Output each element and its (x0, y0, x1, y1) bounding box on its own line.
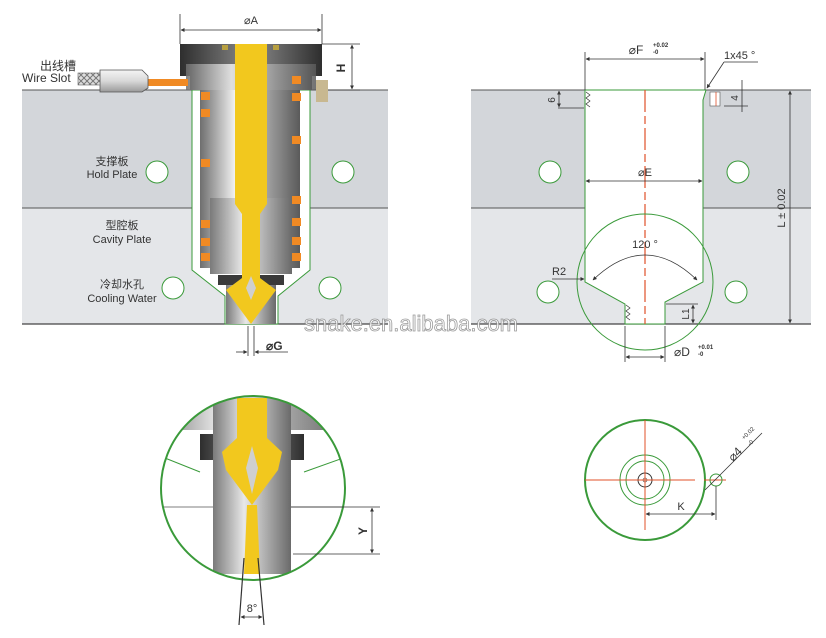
detail-circle (576, 213, 714, 351)
dimension-E-label: ⌀E (638, 167, 652, 179)
dimension-F-label: ⌀F (629, 43, 644, 57)
dimension-hole-label: ⌀4 (725, 444, 745, 464)
left-section-view: ⌀A H ⌀G 出线槽 Wire Slot 支撑板 Hold Plate 型腔板… (22, 14, 388, 356)
watermark: snake.en.alibaba.com (304, 311, 518, 336)
dimension-D-tol-lower: -0 (698, 352, 704, 358)
hold-plate-label-cn: 支撑板 (96, 154, 129, 168)
angle-120-label: 120 ° (632, 239, 658, 251)
dimension-4-label: 4 (730, 95, 741, 101)
radius-R2-label: R2 (552, 266, 566, 278)
top-view: ⌀4 +0.02 -0 K (584, 419, 763, 541)
dimension-hole-tol-upper: +0.02 (741, 426, 756, 441)
chamfer-label: 1x45 ° (724, 50, 755, 62)
dimension-F-tol-lower: -0 (653, 50, 659, 56)
right-machining-view: ⌀F +0.02 -0 1x45 ° 6 4 ⌀E L ± 0.02 120 °… (471, 43, 811, 362)
cavity-plate-label-cn: 型腔板 (106, 218, 139, 232)
dimension-F-tol-upper: +0.02 (653, 43, 669, 49)
detail-magnifier-circle (160, 395, 346, 581)
dimension-H-label: H (334, 64, 348, 73)
cable-connector (99, 69, 149, 93)
hold-plate-label-en: Hold Plate (87, 169, 138, 181)
dimension-D-label: ⌀D (674, 345, 690, 359)
dimension-L1-label: L1 (681, 308, 692, 320)
cavity-plate-label-en: Cavity Plate (93, 234, 152, 246)
dimension-G-label: ⌀G (266, 339, 283, 353)
tip-detail-view: Y 8° (160, 395, 380, 626)
cooling-water-label-en: Cooling Water (87, 293, 157, 305)
braided-cable (77, 72, 101, 86)
cooling-water-label-cn: 冷却水孔 (100, 278, 144, 291)
dimension-A-label: ⌀A (244, 15, 259, 27)
cooling-holes (145, 160, 355, 300)
dimension-6-label: 6 (547, 97, 558, 103)
wire-slot-label-en: Wire Slot (22, 71, 71, 85)
dimension-Y-label: Y (356, 527, 370, 535)
heater-coils (201, 76, 301, 261)
dimension-D-tol-upper: +0.01 (698, 345, 714, 351)
dimension-L-label: L ± 0.02 (776, 188, 788, 227)
dimension-hole-tol-lower: -0 (747, 439, 755, 447)
locating-pin (316, 80, 328, 102)
dimension-K-label: K (677, 501, 685, 513)
wire-slot-label-cn: 出线槽 (40, 59, 76, 73)
angle-8-label: 8° (247, 603, 258, 615)
melt-channel (235, 44, 267, 204)
wire (148, 79, 188, 86)
